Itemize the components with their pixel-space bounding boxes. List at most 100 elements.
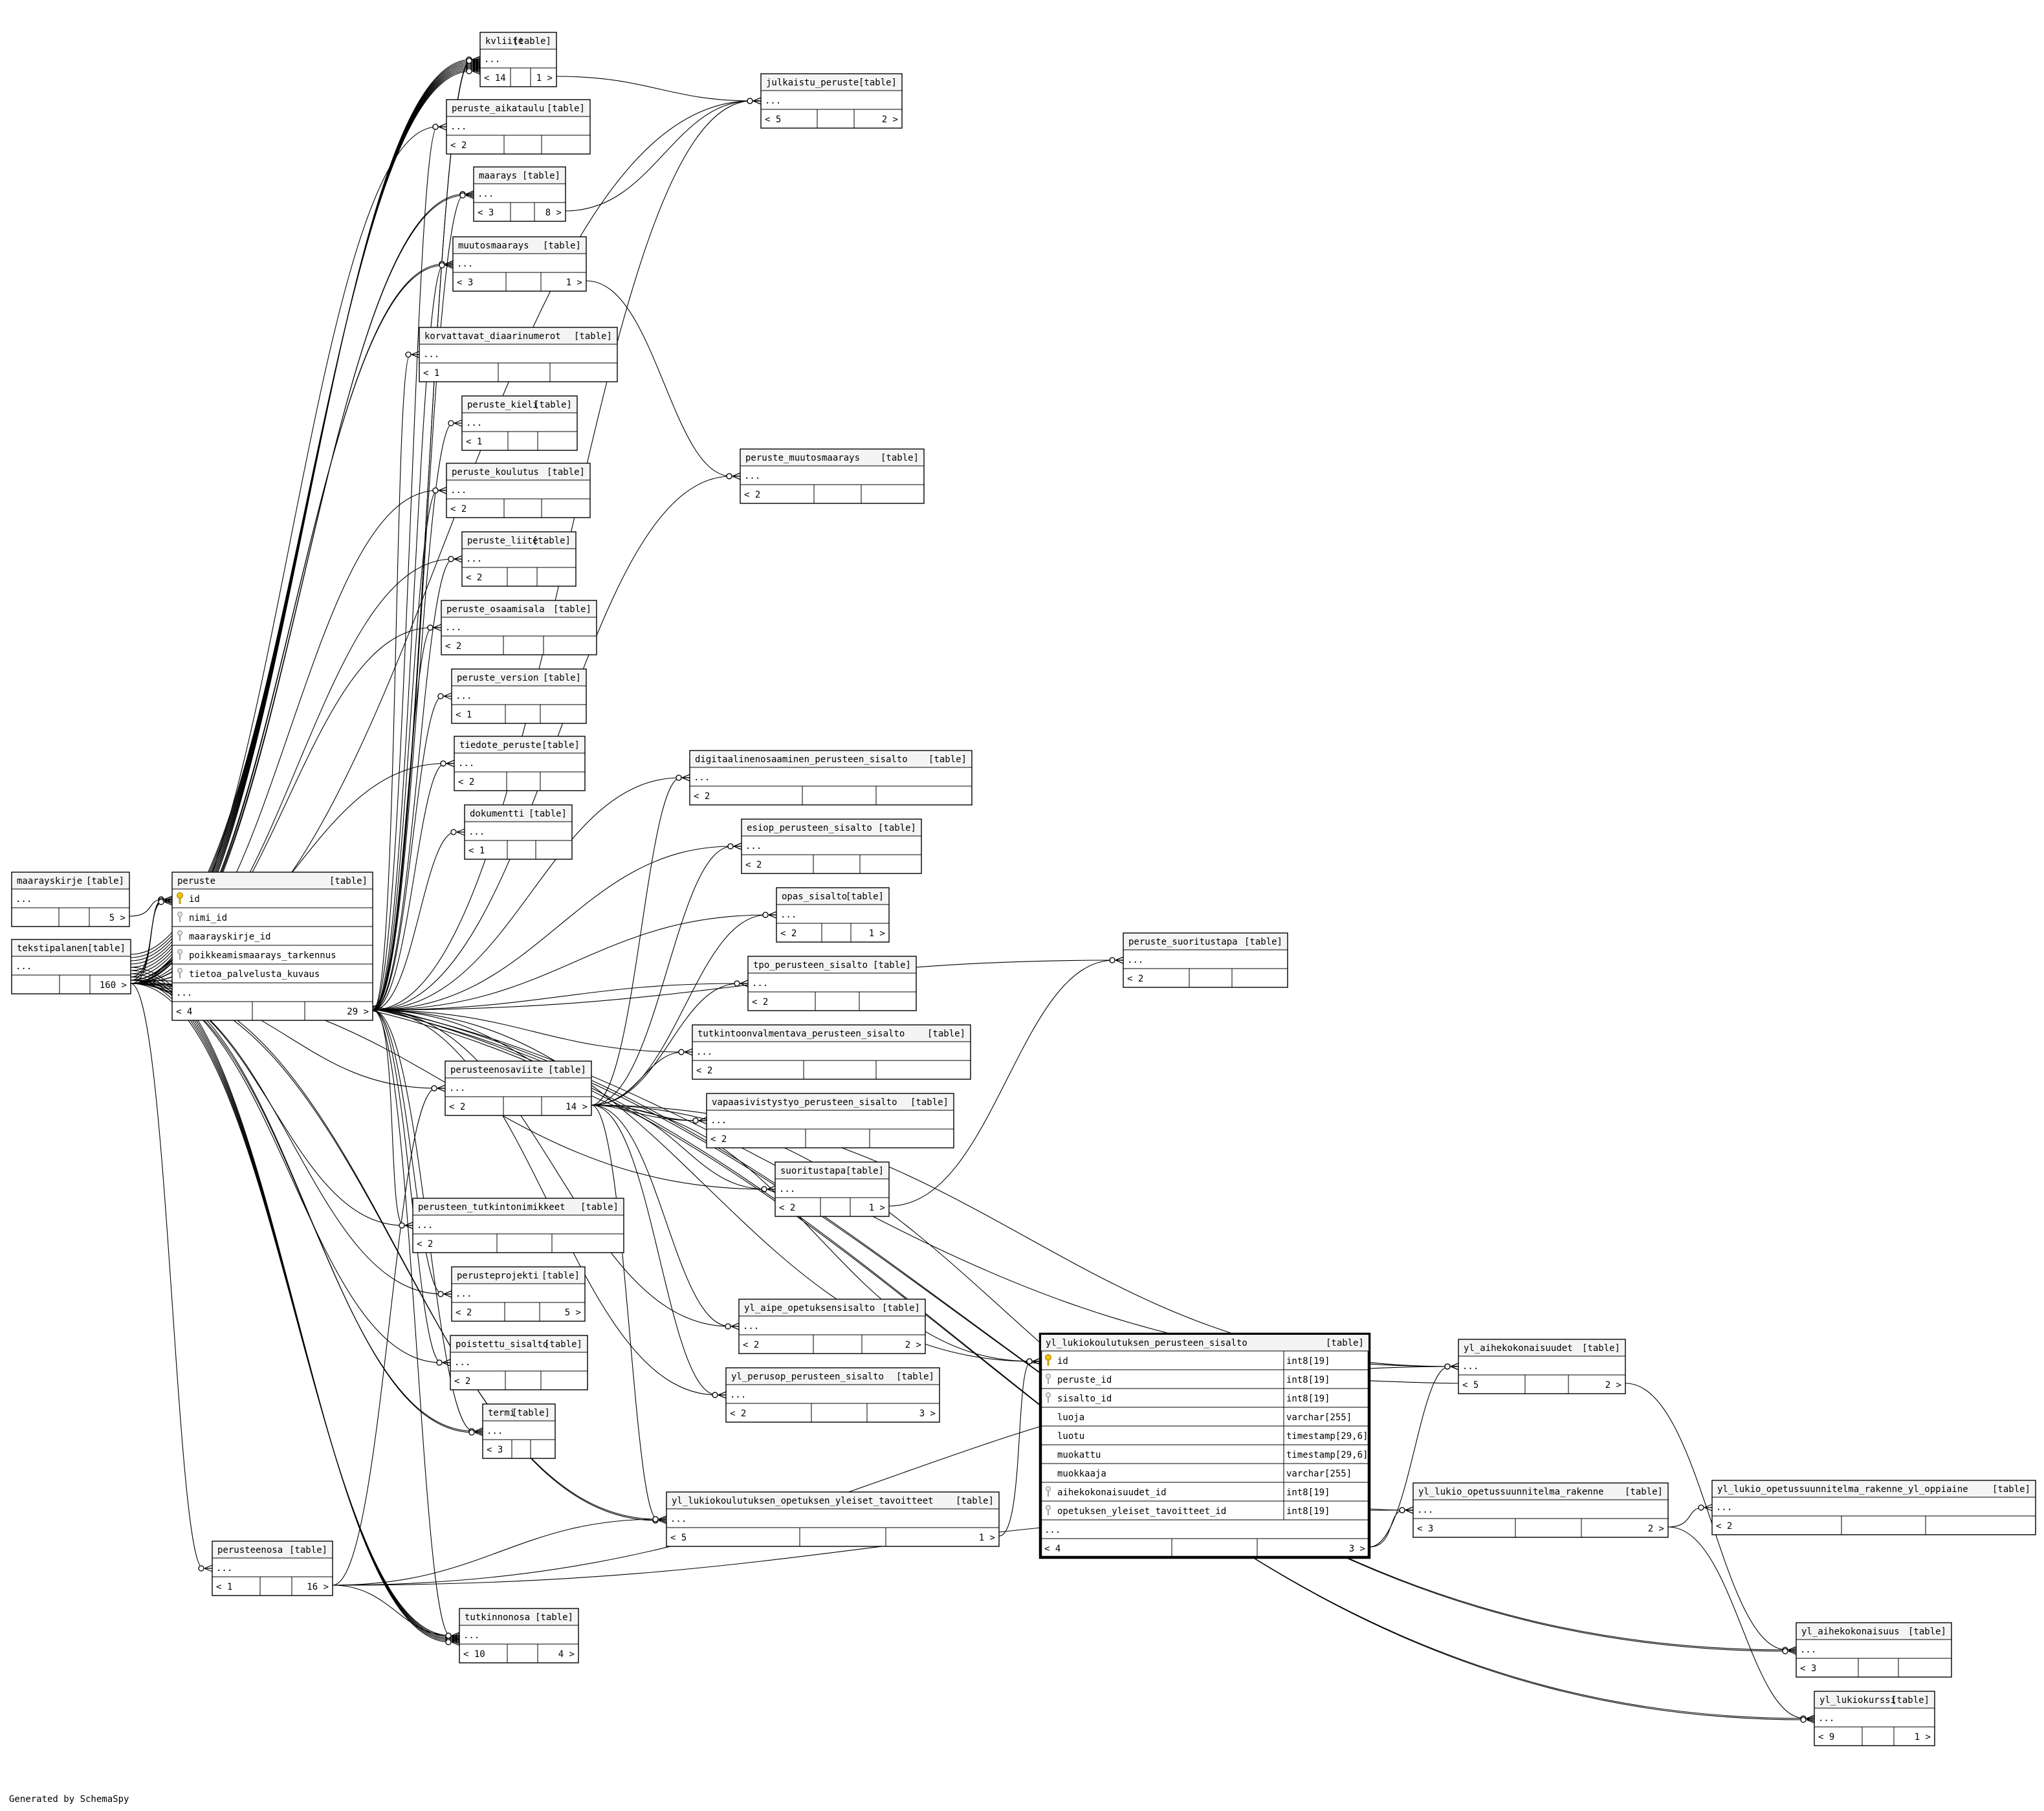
table-maarayskirje[interactable]: maarayskirje[table]...5 > bbox=[11, 872, 130, 927]
table-yl-lukiokoulutuksen-opetuksen-yleiset-tavoitteet[interactable]: yl_lukiokoulutuksen_opetuksen_yleiset_ta… bbox=[666, 1491, 1000, 1547]
table-tiedote-peruste[interactable]: tiedote_peruste[table]...< 2 bbox=[454, 736, 586, 791]
table-esiop-perusteen-sisalto[interactable]: esiop_perusteen_sisalto[table]...< 2 bbox=[741, 818, 922, 874]
table-peruste-muutosmaarays[interactable]: peruste_muutosmaarays[table]...< 2 bbox=[740, 448, 925, 504]
table-termi[interactable]: termi[table]...< 3 bbox=[482, 1403, 556, 1459]
table-type-tag: [table] bbox=[513, 36, 551, 47]
foreign-key-icon bbox=[177, 912, 182, 922]
table-peruste-koulutus[interactable]: peruste_koulutus[table]...< 2 bbox=[446, 463, 591, 518]
table-type-tag: [table] bbox=[1326, 1338, 1364, 1348]
edge-line bbox=[372, 983, 740, 1011]
table-peruste-aikataulu[interactable]: peruste_aikataulu[table]...< 2 bbox=[446, 99, 591, 155]
table-yl-lukio-opetussuunnitelma-rakenne-yl-oppiaine[interactable]: yl_lukio_opetussuunnitelma_rakenne_yl_op… bbox=[1711, 1480, 2036, 1535]
table-type-tag: [table] bbox=[547, 467, 585, 477]
table-peruste-suoritustapa[interactable]: peruste_suoritustapa[table]...< 2 bbox=[1123, 932, 1288, 988]
edge-line bbox=[591, 1104, 1032, 1362]
edge-line bbox=[130, 983, 1806, 1719]
relationship-edge bbox=[1368, 1363, 1459, 1548]
child-count: < 1 bbox=[216, 1582, 232, 1592]
child-count: < 5 bbox=[1462, 1380, 1478, 1390]
edge-line bbox=[372, 126, 438, 1011]
edge-line bbox=[130, 983, 451, 1636]
column-name: poikkeamismaarays_tarkennus bbox=[189, 950, 336, 961]
relationship-edge bbox=[1667, 1526, 1815, 1722]
table-tekstipalanen[interactable]: tekstipalanen[table]...160 > bbox=[11, 939, 131, 994]
more-columns-ellipsis: ... bbox=[16, 894, 32, 905]
edge-line bbox=[130, 900, 164, 981]
table-peruste-kieli[interactable]: peruste_kieli[table]...< 1 bbox=[461, 395, 578, 451]
table-name: perusteen_tutkintonimikkeet bbox=[418, 1202, 566, 1213]
table-header bbox=[465, 806, 571, 822]
parent-count: 3 > bbox=[1349, 1544, 1365, 1554]
edge-line bbox=[591, 1104, 731, 1327]
table-type-tag: [table] bbox=[859, 78, 897, 88]
table-type-tag: [table] bbox=[543, 241, 581, 251]
table-digitaalinenosaaminen-perusteen-sisalto[interactable]: digitaalinenosaaminen_perusteen_sisalto[… bbox=[689, 750, 973, 806]
table-peruste-version[interactable]: peruste_version[table]...< 1 bbox=[451, 668, 587, 724]
table-peruste-liite[interactable]: peruste_liite[table]...< 2 bbox=[461, 531, 577, 587]
table-type-tag: [table] bbox=[580, 1202, 619, 1213]
table-type-tag: [table] bbox=[846, 1166, 884, 1176]
table-header bbox=[460, 1609, 578, 1625]
table-yl-perusop-perusteen-sisalto[interactable]: yl_perusop_perusteen_sisalto[table]...< … bbox=[725, 1367, 940, 1423]
table-header bbox=[474, 168, 565, 184]
table-name: yl_aihekokonaisuudet bbox=[1464, 1343, 1573, 1354]
edge-line bbox=[372, 1009, 442, 1363]
child-count: < 1 bbox=[456, 710, 472, 720]
edge-line bbox=[888, 960, 1115, 1207]
table-yl-aihekokonaisuus[interactable]: yl_aihekokonaisuus[table]...< 3 bbox=[1796, 1622, 1952, 1678]
optional-circle bbox=[1399, 1507, 1405, 1513]
table-tutkintoonvalmentava-perusteen-sisalto[interactable]: tutkintoonvalmentava_perusteen_sisalto[t… bbox=[692, 1024, 971, 1080]
relationship-edge bbox=[372, 911, 777, 1011]
table-perusteen-tutkintonimikkeet[interactable]: perusteen_tutkintonimikkeet[table]...< 2 bbox=[412, 1198, 624, 1253]
table-korvattavat-diaarinumerot[interactable]: korvattavat_diaarinumerot[table]...< 1 bbox=[419, 327, 618, 382]
edge-line bbox=[372, 696, 443, 1011]
table-yl-lukiokoulutuksen-perusteen-sisalto[interactable]: yl_lukiokoulutuksen_perusteen_sisalto[ta… bbox=[1038, 1332, 1371, 1559]
parent-count: 2 > bbox=[882, 115, 898, 125]
relationship-edge bbox=[130, 980, 1815, 1724]
table-vapaasivistystyo-perusteen-sisalto[interactable]: vapaasivistystyo_perusteen_sisalto[table… bbox=[706, 1093, 954, 1148]
parent-count: 1 > bbox=[869, 1203, 885, 1213]
crows-foot bbox=[164, 898, 173, 906]
relationship-edge bbox=[1667, 1504, 1713, 1528]
table-yl-lukio-opetussuunnitelma-rakenne[interactable]: yl_lukio_opetussuunnitelma_rakenne[table… bbox=[1412, 1482, 1669, 1538]
table-header bbox=[1797, 1623, 1951, 1640]
child-count: < 14 bbox=[484, 73, 506, 83]
crows-foot bbox=[472, 67, 481, 75]
table-poistettu-sisalto[interactable]: poistettu_sisalto[table]...< 2 bbox=[450, 1335, 588, 1390]
child-count: < 1 bbox=[466, 437, 482, 447]
table-tpo-perusteen-sisalto[interactable]: tpo_perusteen_sisalto[table]...< 2 bbox=[747, 956, 917, 1011]
table-name: suoritustapa bbox=[780, 1166, 846, 1176]
edge-line bbox=[372, 1009, 451, 1636]
optional-circle bbox=[437, 1291, 444, 1297]
crows-foot bbox=[404, 1222, 413, 1229]
crows-foot bbox=[438, 123, 447, 131]
child-count: < 3 bbox=[487, 1445, 503, 1455]
table-header bbox=[483, 1405, 555, 1421]
more-columns-ellipsis: ... bbox=[449, 1083, 465, 1093]
table-peruste[interactable]: peruste[table]idnimi_idmaarayskirje_idpo… bbox=[171, 872, 373, 1021]
optional-circle bbox=[448, 420, 454, 426]
table-name: yl_lukio_opetussuunnitelma_rakenne_yl_op… bbox=[1717, 1484, 1968, 1495]
table-type-tag: [table] bbox=[548, 1065, 586, 1075]
table-header bbox=[1414, 1484, 1667, 1500]
edge-line bbox=[130, 976, 451, 1639]
edge-line bbox=[130, 126, 438, 984]
edge-line bbox=[130, 980, 451, 1638]
table-dokumentti[interactable]: dokumentti[table]...< 1 bbox=[464, 804, 573, 860]
table-peruste-osaamisala[interactable]: peruste_osaamisala[table]...< 2 bbox=[441, 600, 597, 655]
table-type-tag: [table] bbox=[553, 604, 591, 615]
table-name: yl_lukio_opetussuunnitelma_rakenne bbox=[1418, 1487, 1604, 1497]
